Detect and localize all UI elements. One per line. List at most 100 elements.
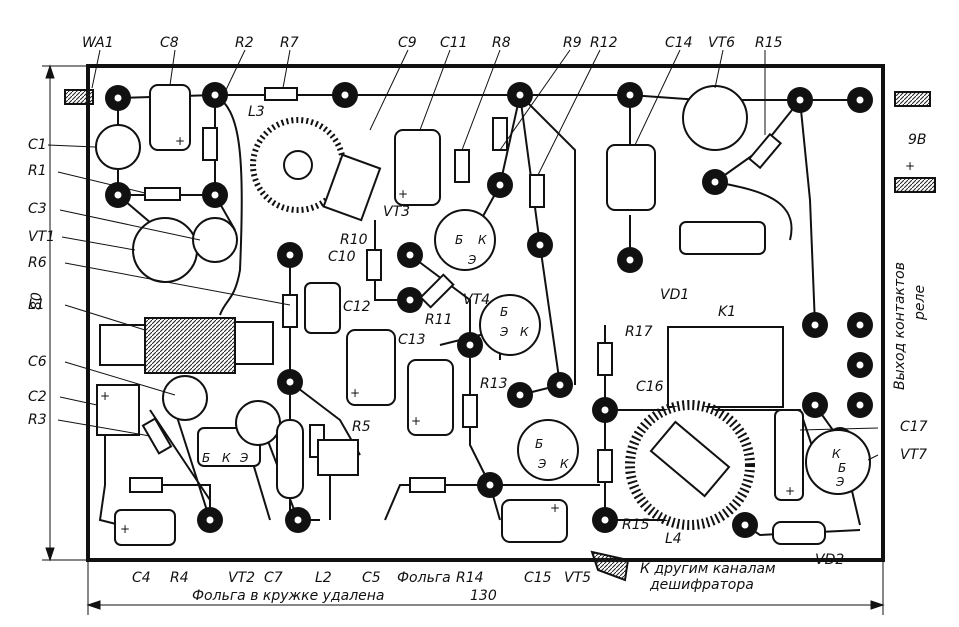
vt3-pin-k: К: [478, 233, 487, 247]
vt4-pin-e: Э: [499, 325, 509, 339]
wa1-connector: [64, 89, 94, 105]
dimension-lines: [42, 64, 885, 615]
c1-capacitor: [95, 124, 141, 170]
l1-tab: [234, 321, 274, 365]
solder-pad-hole: [811, 321, 819, 329]
label-r15-top: R15: [755, 35, 783, 51]
vt2-pin-k: К: [222, 451, 231, 465]
label-vt6: VT6: [708, 35, 736, 51]
label-vt1: VT1: [28, 229, 56, 245]
r14-resistor: [409, 477, 446, 493]
solder-pad-hole: [856, 361, 864, 369]
label-vt2: VT2: [228, 570, 256, 586]
c12-capacitor: [346, 329, 396, 406]
c17-capacitor: [774, 409, 804, 501]
label-c15: C15: [524, 570, 552, 586]
label-vt3: VT3: [383, 204, 411, 220]
label-foil-removed: Фольга в кружке удалена: [192, 588, 385, 604]
vt4-transistor: [479, 294, 541, 356]
label-l1: L1: [28, 297, 45, 313]
label-l4: L4: [665, 531, 682, 547]
l1-coil: [144, 317, 236, 374]
l4-clamp: [649, 420, 731, 498]
r15-top-resistor: [747, 132, 783, 170]
solder-pad-hole: [206, 516, 214, 524]
label-c6: C6: [28, 354, 47, 370]
label-vd1: VD1: [660, 287, 690, 303]
label-relay-output: Выход контактов: [892, 262, 908, 390]
vt7-pin-e: Э: [835, 475, 845, 489]
label-wa1: WA1: [82, 35, 114, 51]
vt3-transistor: [434, 209, 496, 271]
label-c1: C1: [28, 137, 47, 153]
label-r15-bottom: R15: [622, 517, 650, 533]
c3-capacitor: [192, 217, 238, 263]
c11-capacitor: [394, 129, 441, 206]
label-c2: C2: [28, 389, 47, 405]
label-dim-width: 130: [470, 588, 497, 604]
label-r10: R10: [340, 232, 368, 248]
label-r17: R17: [625, 324, 653, 340]
vd1-led: [679, 221, 766, 255]
vt5-pin-e: Э: [537, 457, 547, 471]
components: [64, 84, 936, 582]
solder-pad-hole: [856, 401, 864, 409]
label-vd2: VD2: [815, 552, 845, 568]
r6-resistor: [282, 294, 298, 328]
r12-resistor: [529, 174, 545, 208]
vt7-pin-k: К: [832, 447, 841, 461]
label-r1: R1: [28, 163, 47, 179]
c15-capacitor: [501, 499, 568, 543]
l3-toroid-core: [283, 150, 313, 180]
r4-resistor: [129, 477, 163, 493]
label-foil: Фольга: [397, 570, 451, 586]
battery-connector: [894, 177, 936, 193]
c5-capacitor: [317, 439, 359, 476]
label-r14: R14: [456, 570, 484, 586]
r11-resistor: [419, 273, 455, 309]
c15-plus: +: [550, 501, 560, 515]
label-c5: C5: [362, 570, 381, 586]
vt7-transistor: [805, 429, 871, 495]
solder-pad-hole: [796, 96, 804, 104]
c8-plus: +: [175, 134, 185, 148]
c6-capacitor: [162, 375, 208, 421]
r15-bottom-resistor: [597, 449, 613, 483]
solder-pad-hole: [626, 256, 634, 264]
solder-pad-hole: [516, 391, 524, 399]
component-marks: + + + + + + + + + Б К Э Б Э К Б Э К К Б …: [100, 134, 915, 536]
vd2-diode: [772, 521, 826, 545]
c7-capacitor: [235, 400, 281, 446]
label-c3: C3: [28, 201, 47, 217]
label-c16: C16: [636, 379, 664, 395]
label-c8: C8: [160, 35, 179, 51]
label-c11: C11: [440, 35, 468, 51]
pads: [105, 82, 873, 538]
c10-capacitor: [304, 282, 341, 334]
label-r9: R9: [563, 35, 582, 51]
label-l3: L3: [248, 104, 265, 120]
board-outline: [86, 64, 885, 562]
c4-capacitor: [114, 509, 176, 546]
c2-capacitor: [96, 384, 140, 436]
label-dim-height: 80: [29, 292, 45, 310]
r17-resistor: [597, 342, 613, 376]
label-c10: C10: [328, 249, 356, 265]
label-k1: K1: [718, 304, 737, 320]
top-right-connector: [894, 91, 931, 107]
label-9v: 9B: [908, 132, 927, 148]
label-vt4: VT4: [463, 292, 491, 308]
solder-pad-hole: [406, 296, 414, 304]
label-decoder: дешифратора: [650, 577, 754, 593]
solder-pad-hole: [466, 341, 474, 349]
vt5-pin-b: Б: [535, 437, 543, 451]
solder-pad-hole: [601, 406, 609, 414]
solder-pad-hole: [856, 96, 864, 104]
l2-inductor: [276, 419, 304, 499]
r2-resistor: [202, 127, 218, 161]
solder-pad-hole: [211, 191, 219, 199]
label-c13: C13: [398, 332, 426, 348]
r3-resistor: [141, 417, 173, 455]
r9-resistor: [492, 117, 508, 151]
other-channels-connector: [590, 550, 630, 582]
